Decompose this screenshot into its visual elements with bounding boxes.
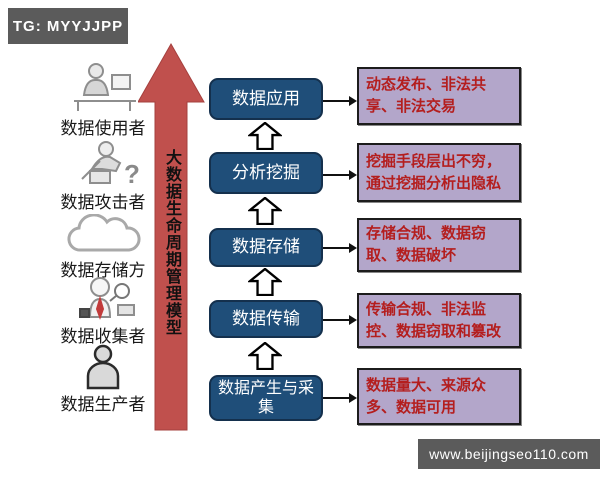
up-arrow-icon	[246, 341, 284, 375]
actor-data-collector: 数据收集者	[48, 274, 158, 347]
connector-arrow-icon	[323, 94, 357, 106]
lifecycle-arrow	[137, 40, 208, 437]
connector-arrow-icon	[323, 313, 357, 325]
risk-data-generation: 数据量大、来源众多、数据可用	[357, 368, 521, 425]
connector-arrow-icon	[323, 168, 357, 180]
up-arrow-icon	[246, 121, 284, 155]
tg-badge: TG: MYYJJPP	[8, 8, 128, 44]
stage-analysis-mining: 分析挖掘	[209, 152, 323, 194]
connector-arrow-icon	[323, 391, 357, 403]
risk-data-application: 动态发布、非法共享、非法交易	[357, 67, 521, 125]
connector-arrow-icon	[323, 241, 357, 253]
watermark-url: www.beijingseo110.com	[418, 439, 600, 469]
stage-data-generation: 数据产生与采集	[209, 375, 323, 421]
actor-data-attacker: ? 数据攻击者	[48, 138, 158, 213]
lifecycle-arrow-label: 大数据生命周期管理模型	[163, 148, 180, 336]
data-attacker-icon: ?	[48, 138, 158, 188]
up-arrow-icon	[246, 267, 284, 301]
actor-label: 数据收集者	[60, 327, 146, 346]
actor-label: 数据使用者	[60, 119, 146, 138]
stage-data-storage: 数据存储	[209, 228, 323, 267]
stage-data-transfer: 数据传输	[209, 300, 323, 338]
actor-data-user: 数据使用者	[48, 60, 158, 139]
cloud-icon	[48, 214, 158, 256]
data-producer-icon	[48, 344, 158, 390]
svg-text:?: ?	[124, 159, 140, 187]
data-collector-icon	[48, 274, 158, 322]
risk-analysis-mining: 挖掘手段层出不穷，通过挖掘分析出隐私	[357, 143, 521, 202]
risk-data-transfer: 传输合规、非法监控、数据窃取和篡改	[357, 293, 521, 348]
actor-data-storage: 数据存储方	[48, 214, 158, 281]
actor-label: 数据存储方	[60, 261, 146, 280]
actor-label: 数据攻击者	[60, 193, 146, 212]
up-arrow-icon	[246, 196, 284, 230]
data-user-icon	[48, 60, 158, 114]
actor-label: 数据生产者	[60, 395, 146, 414]
actor-data-producer: 数据生产者	[48, 344, 158, 415]
risk-data-storage: 存储合规、数据窃取、数据破坏	[357, 218, 521, 272]
stage-data-application: 数据应用	[209, 78, 323, 120]
